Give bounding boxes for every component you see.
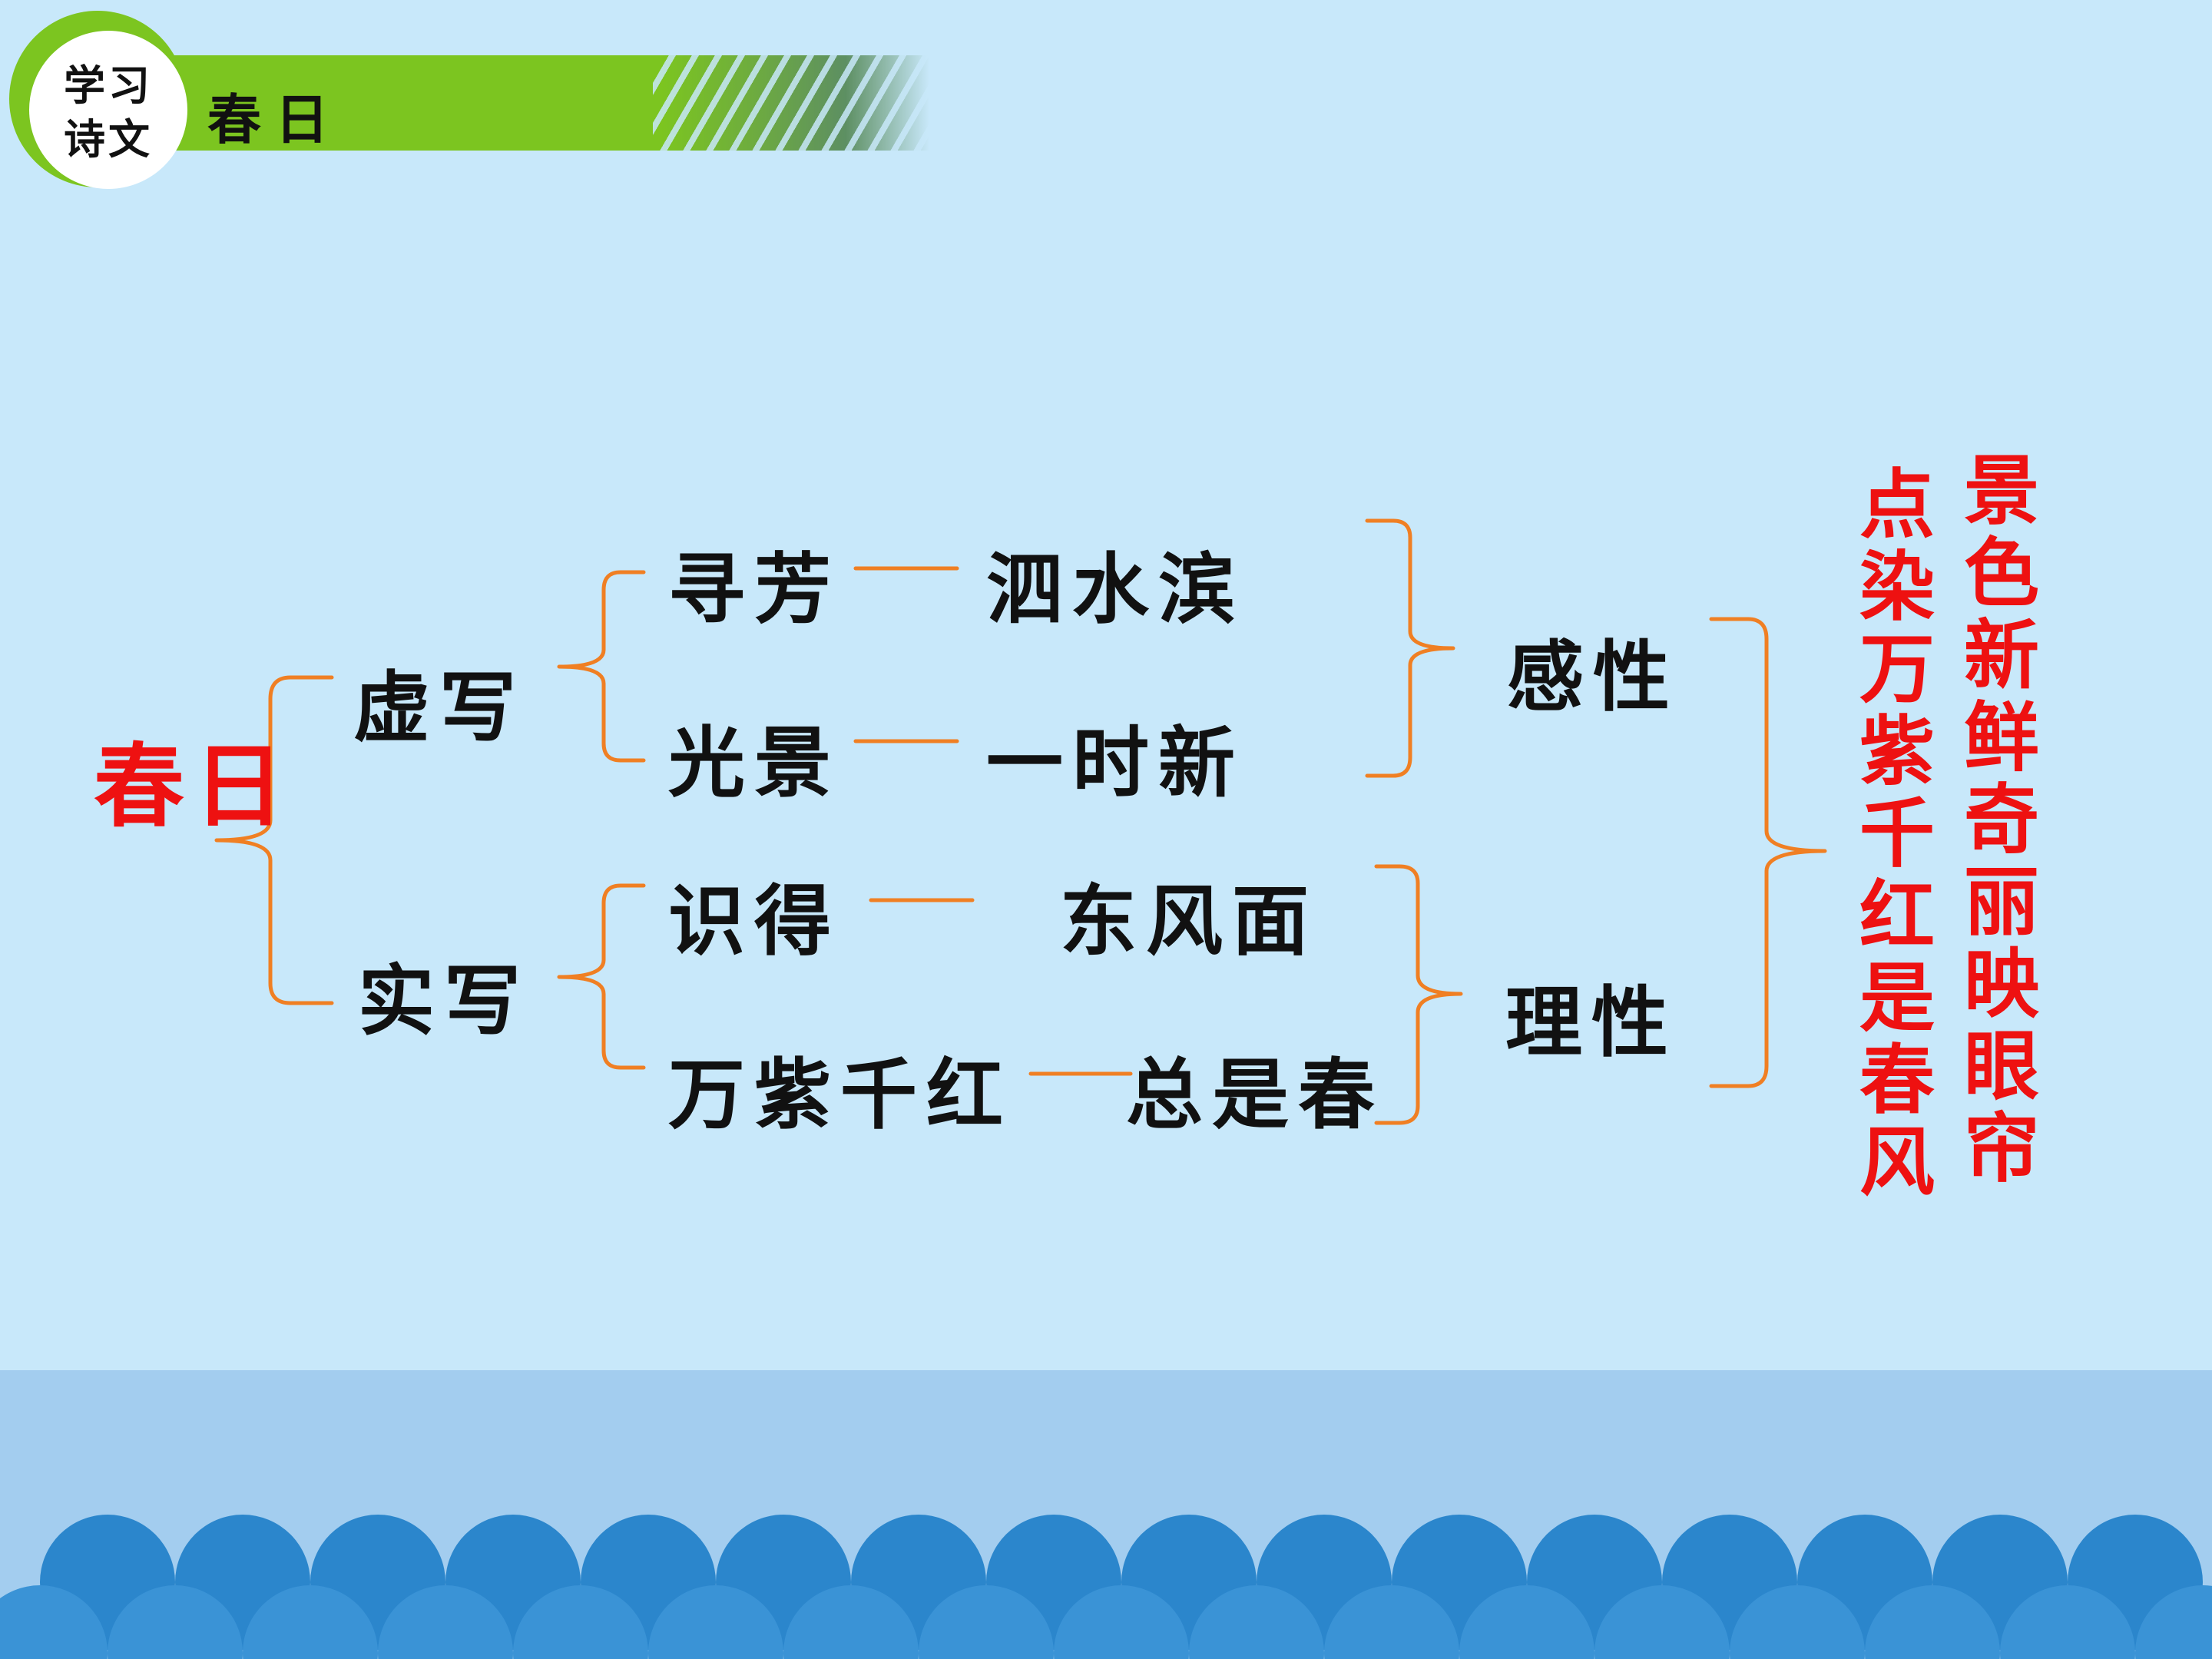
summary-line-1: 点染万紫千红是春风	[1859, 461, 1935, 1207]
group-emotional: 感性	[1507, 631, 1679, 722]
leaf-seek-place: 泗水滨	[986, 544, 1244, 634]
branch-real: 实写	[358, 955, 530, 1046]
page-title: 春日	[207, 88, 343, 151]
rational-bracket	[1374, 864, 1463, 1125]
emotional-bracket	[1365, 518, 1455, 778]
leaf-colors-spring: 总是春	[1126, 1049, 1384, 1140]
real-bracket	[557, 883, 646, 1070]
leaf-know-face: 东风面	[1060, 876, 1318, 966]
virtual-bracket	[557, 570, 646, 763]
summary-bracket	[1709, 617, 1827, 1088]
leaf-scene: 光景	[668, 717, 840, 808]
leaf-colors: 万紫千红	[668, 1049, 1012, 1140]
leaf-seek: 寻芳	[668, 544, 840, 634]
banner-stripes-decoration	[653, 55, 929, 151]
badge-line-1: 学习	[64, 61, 153, 110]
root-topic: 春日	[94, 733, 294, 839]
section-badge: 学习 诗文	[9, 11, 187, 189]
group-rational: 理性	[1505, 977, 1677, 1068]
root-bracket	[214, 675, 334, 1005]
badge-line-2: 诗文	[64, 114, 153, 164]
wave-decoration	[0, 1515, 2212, 1659]
section-badge-inner: 学习 诗文	[29, 31, 187, 189]
summary-line-2: 景色新鲜奇丽映眼帘	[1963, 447, 2039, 1193]
leaf-know: 识得	[668, 876, 840, 966]
branch-virtual: 虚写	[353, 662, 525, 753]
leaf-scene-new: 一时新	[986, 717, 1244, 808]
